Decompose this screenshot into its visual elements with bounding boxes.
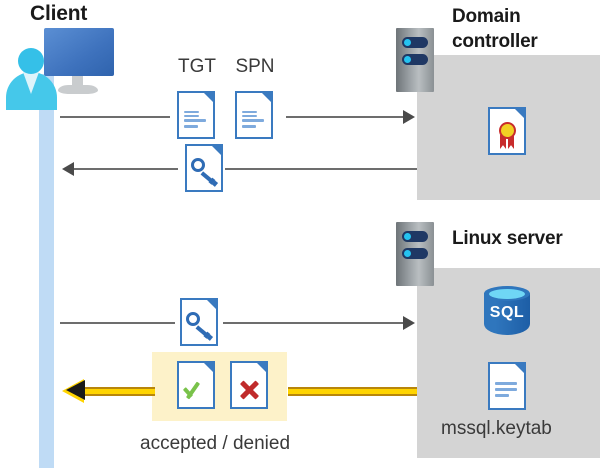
linux-server-title: Linux server [452, 228, 563, 249]
check-icon [185, 378, 209, 400]
flow4-gold-line-left [80, 387, 155, 396]
spn-label: SPN [235, 56, 275, 77]
key-ring [191, 158, 205, 172]
document-fold [513, 107, 526, 120]
document-fold [260, 91, 273, 104]
flow1-arrowhead [403, 110, 415, 124]
flow2-arrowhead [62, 162, 74, 176]
document-fold [202, 91, 215, 104]
accepted-document-icon [177, 361, 215, 409]
seal-circle [499, 122, 516, 139]
spn-document-icon [235, 91, 273, 139]
domain-controller-rack-icon [396, 28, 434, 92]
flow3-line-right [223, 322, 403, 324]
flow1-line-right [286, 116, 403, 118]
client-title: Client [30, 2, 88, 25]
client-lifeline [39, 74, 54, 468]
denied-document-icon [230, 361, 268, 409]
user-computer-icon [6, 28, 116, 110]
person-head [18, 48, 44, 74]
accepted-denied-label: accepted / denied [140, 433, 291, 454]
certificate-document-icon [488, 107, 526, 155]
key-icon [186, 312, 213, 341]
sql-database-icon: SQL [484, 286, 530, 342]
document-text-lines [242, 111, 264, 131]
document-text-lines [495, 382, 517, 400]
seal-ribbon-left [500, 135, 506, 149]
flow3-line-left [60, 322, 175, 324]
flow2-line-right [225, 168, 417, 170]
keytab-document-icon [488, 362, 526, 410]
document-fold [255, 361, 268, 374]
sql-label: SQL [489, 304, 525, 321]
domain-controller-title: Domain controller [452, 4, 592, 54]
flow3-arrowhead [403, 316, 415, 330]
certificate-seal-icon [496, 122, 520, 150]
flow2-line-left [74, 168, 178, 170]
cross-icon [239, 379, 261, 401]
monitor-base [58, 85, 98, 94]
document-fold [513, 362, 526, 375]
monitor-screen [44, 28, 114, 76]
seal-ribbon-right [508, 135, 514, 149]
rack-led-top [402, 37, 428, 48]
document-fold [205, 298, 218, 311]
rack-led-bottom [402, 54, 428, 65]
flow4-gold-line-right [288, 387, 417, 396]
cylinder-top-inner [489, 289, 525, 299]
keytab-filename-label: mssql.keytab [441, 418, 552, 439]
document-fold [210, 144, 223, 157]
linux-server-rack-icon [396, 222, 434, 286]
person-collar [23, 72, 39, 94]
tgt-document-icon [177, 91, 215, 139]
domain-controller-title-line2: controller [452, 31, 538, 52]
flow1-line-left [60, 116, 170, 118]
rack-led-top [402, 231, 428, 242]
document-text-lines [184, 111, 206, 131]
service-ticket-key-document-icon [185, 144, 223, 192]
service-ticket-key-document-icon [180, 298, 218, 346]
document-fold [202, 361, 215, 374]
flow4-arrowhead [66, 380, 85, 400]
key-ring [186, 312, 200, 326]
rack-led-bottom [402, 248, 428, 259]
domain-controller-title-line1: Domain [452, 6, 521, 27]
tgt-label: TGT [178, 56, 216, 77]
key-icon [191, 158, 218, 187]
monitor-neck [72, 76, 83, 88]
